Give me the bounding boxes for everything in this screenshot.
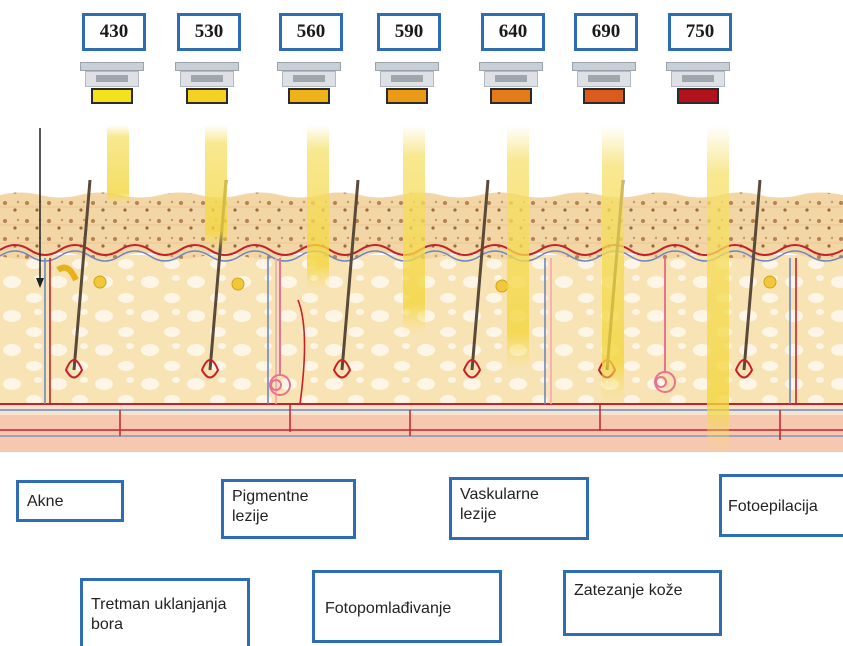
wavelength-label: 530 <box>177 13 241 51</box>
light-beam <box>602 125 624 405</box>
filter-head <box>375 62 439 110</box>
label-photorejuvenation-text: Fotopomlađivanje <box>325 600 451 617</box>
label-skin-tightening: Zatezanje kože <box>563 570 722 636</box>
filter-color-swatch <box>386 88 428 104</box>
label-vascular-lesions-text: Vaskularne lezije <box>460 486 539 523</box>
filter-head <box>479 62 543 110</box>
light-beam <box>107 125 129 205</box>
label-wrinkle-removal: Tretman uklanjanja bora <box>80 578 250 646</box>
label-vascular-lesions: Vaskularne lezije <box>449 477 589 540</box>
wavelength-label: 430 <box>82 13 146 51</box>
wavelength-label: 750 <box>668 13 732 51</box>
filter-color-swatch <box>186 88 228 104</box>
light-beam <box>205 125 227 250</box>
label-pigmented-lesions-text: Pigmentne lezije <box>232 488 309 525</box>
label-photoepilation-text: Fotoepilacija <box>728 498 818 515</box>
filter-head <box>277 62 341 110</box>
filter-head <box>666 62 730 110</box>
filter-color-swatch <box>91 88 133 104</box>
label-pigmented-lesions: Pigmentne lezije <box>221 479 356 539</box>
label-wrinkle-removal-text: Tretman uklanjanja bora <box>91 596 226 633</box>
filter-head <box>175 62 239 110</box>
light-beam <box>507 125 529 370</box>
label-photorejuvenation: Fotopomlađivanje <box>312 570 502 643</box>
label-acne-text: Akne <box>27 493 63 510</box>
wavelength-label: 590 <box>377 13 441 51</box>
filter-color-swatch <box>288 88 330 104</box>
filter-color-swatch <box>583 88 625 104</box>
filter-color-swatch <box>490 88 532 104</box>
wavelength-label: 690 <box>574 13 638 51</box>
label-skin-tightening-text: Zatezanje kože <box>574 582 683 599</box>
wavelength-label: 560 <box>279 13 343 51</box>
light-beam <box>403 125 425 335</box>
light-beam <box>307 125 329 290</box>
label-photoepilation: Fotoepilacija <box>719 474 843 537</box>
wavelength-label: 640 <box>481 13 545 51</box>
filter-color-swatch <box>677 88 719 104</box>
light-beam <box>707 125 729 455</box>
filter-head <box>80 62 144 110</box>
label-acne: Akne <box>16 480 124 522</box>
filter-head <box>572 62 636 110</box>
